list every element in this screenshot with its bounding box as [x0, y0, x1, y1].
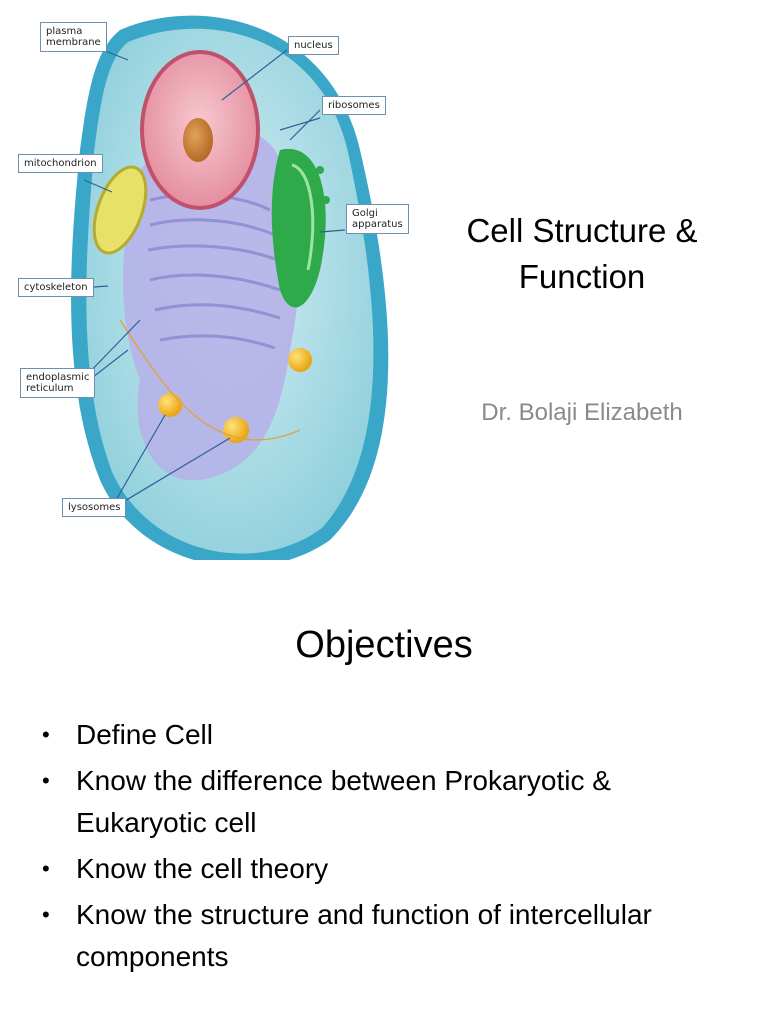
nucleolus-shape	[183, 118, 213, 162]
lysosome-3	[288, 348, 312, 372]
list-item: • Define Cell	[42, 714, 742, 756]
list-item-text: Know the structure and function of inter…	[76, 899, 652, 972]
label-lysosomes: lysosomes	[62, 498, 127, 517]
list-item-text: Know the cell theory	[76, 853, 329, 884]
label-golgi: Golgi apparatus	[346, 204, 409, 234]
objectives-slide: Objectives • Define Cell • Know the differ…	[0, 560, 768, 1024]
list-item: • Know the structure and function of inte…	[42, 894, 742, 978]
list-item: • Know the difference between Prokaryotic…	[42, 760, 742, 844]
label-plasma-membrane: plasma membrane	[40, 22, 107, 52]
label-cytoskeleton: cytoskeleton	[18, 278, 94, 297]
objectives-title: Objectives	[295, 624, 473, 666]
label-mitochondrion: mitochondrion	[18, 154, 103, 173]
label-ribosomes: ribosomes	[322, 96, 386, 115]
animal-cell-diagram: plasma membrane nucleus ribosomes mitoch…	[0, 0, 420, 568]
bullet-icon: •	[42, 768, 50, 793]
lysosome-1	[158, 393, 182, 417]
golgi-shape	[271, 148, 330, 308]
bullet-icon: •	[42, 902, 50, 927]
label-endoplasmic-reticulum: endoplasmic reticulum	[20, 368, 96, 398]
bullet-icon: •	[42, 722, 50, 747]
list-item: • Know the cell theory	[42, 848, 742, 890]
mitochondrion-shape	[92, 165, 148, 255]
slide-subtitle: Dr. Bolaji Elizabeth	[481, 399, 683, 426]
lysosome-2	[223, 417, 249, 443]
bullet-icon: •	[42, 856, 50, 881]
objectives-list: • Define Cell • Know the difference betwee…	[42, 714, 742, 982]
list-item-text: Define Cell	[76, 719, 213, 750]
label-nucleus: nucleus	[288, 36, 339, 55]
cell-illustration	[71, 15, 389, 567]
title-slide: plasma membrane nucleus ribosomes mitoch…	[0, 0, 698, 568]
list-item-text: Know the difference between Prokaryotic …	[76, 765, 611, 838]
slide-title: Cell Structure & Function	[466, 212, 698, 295]
